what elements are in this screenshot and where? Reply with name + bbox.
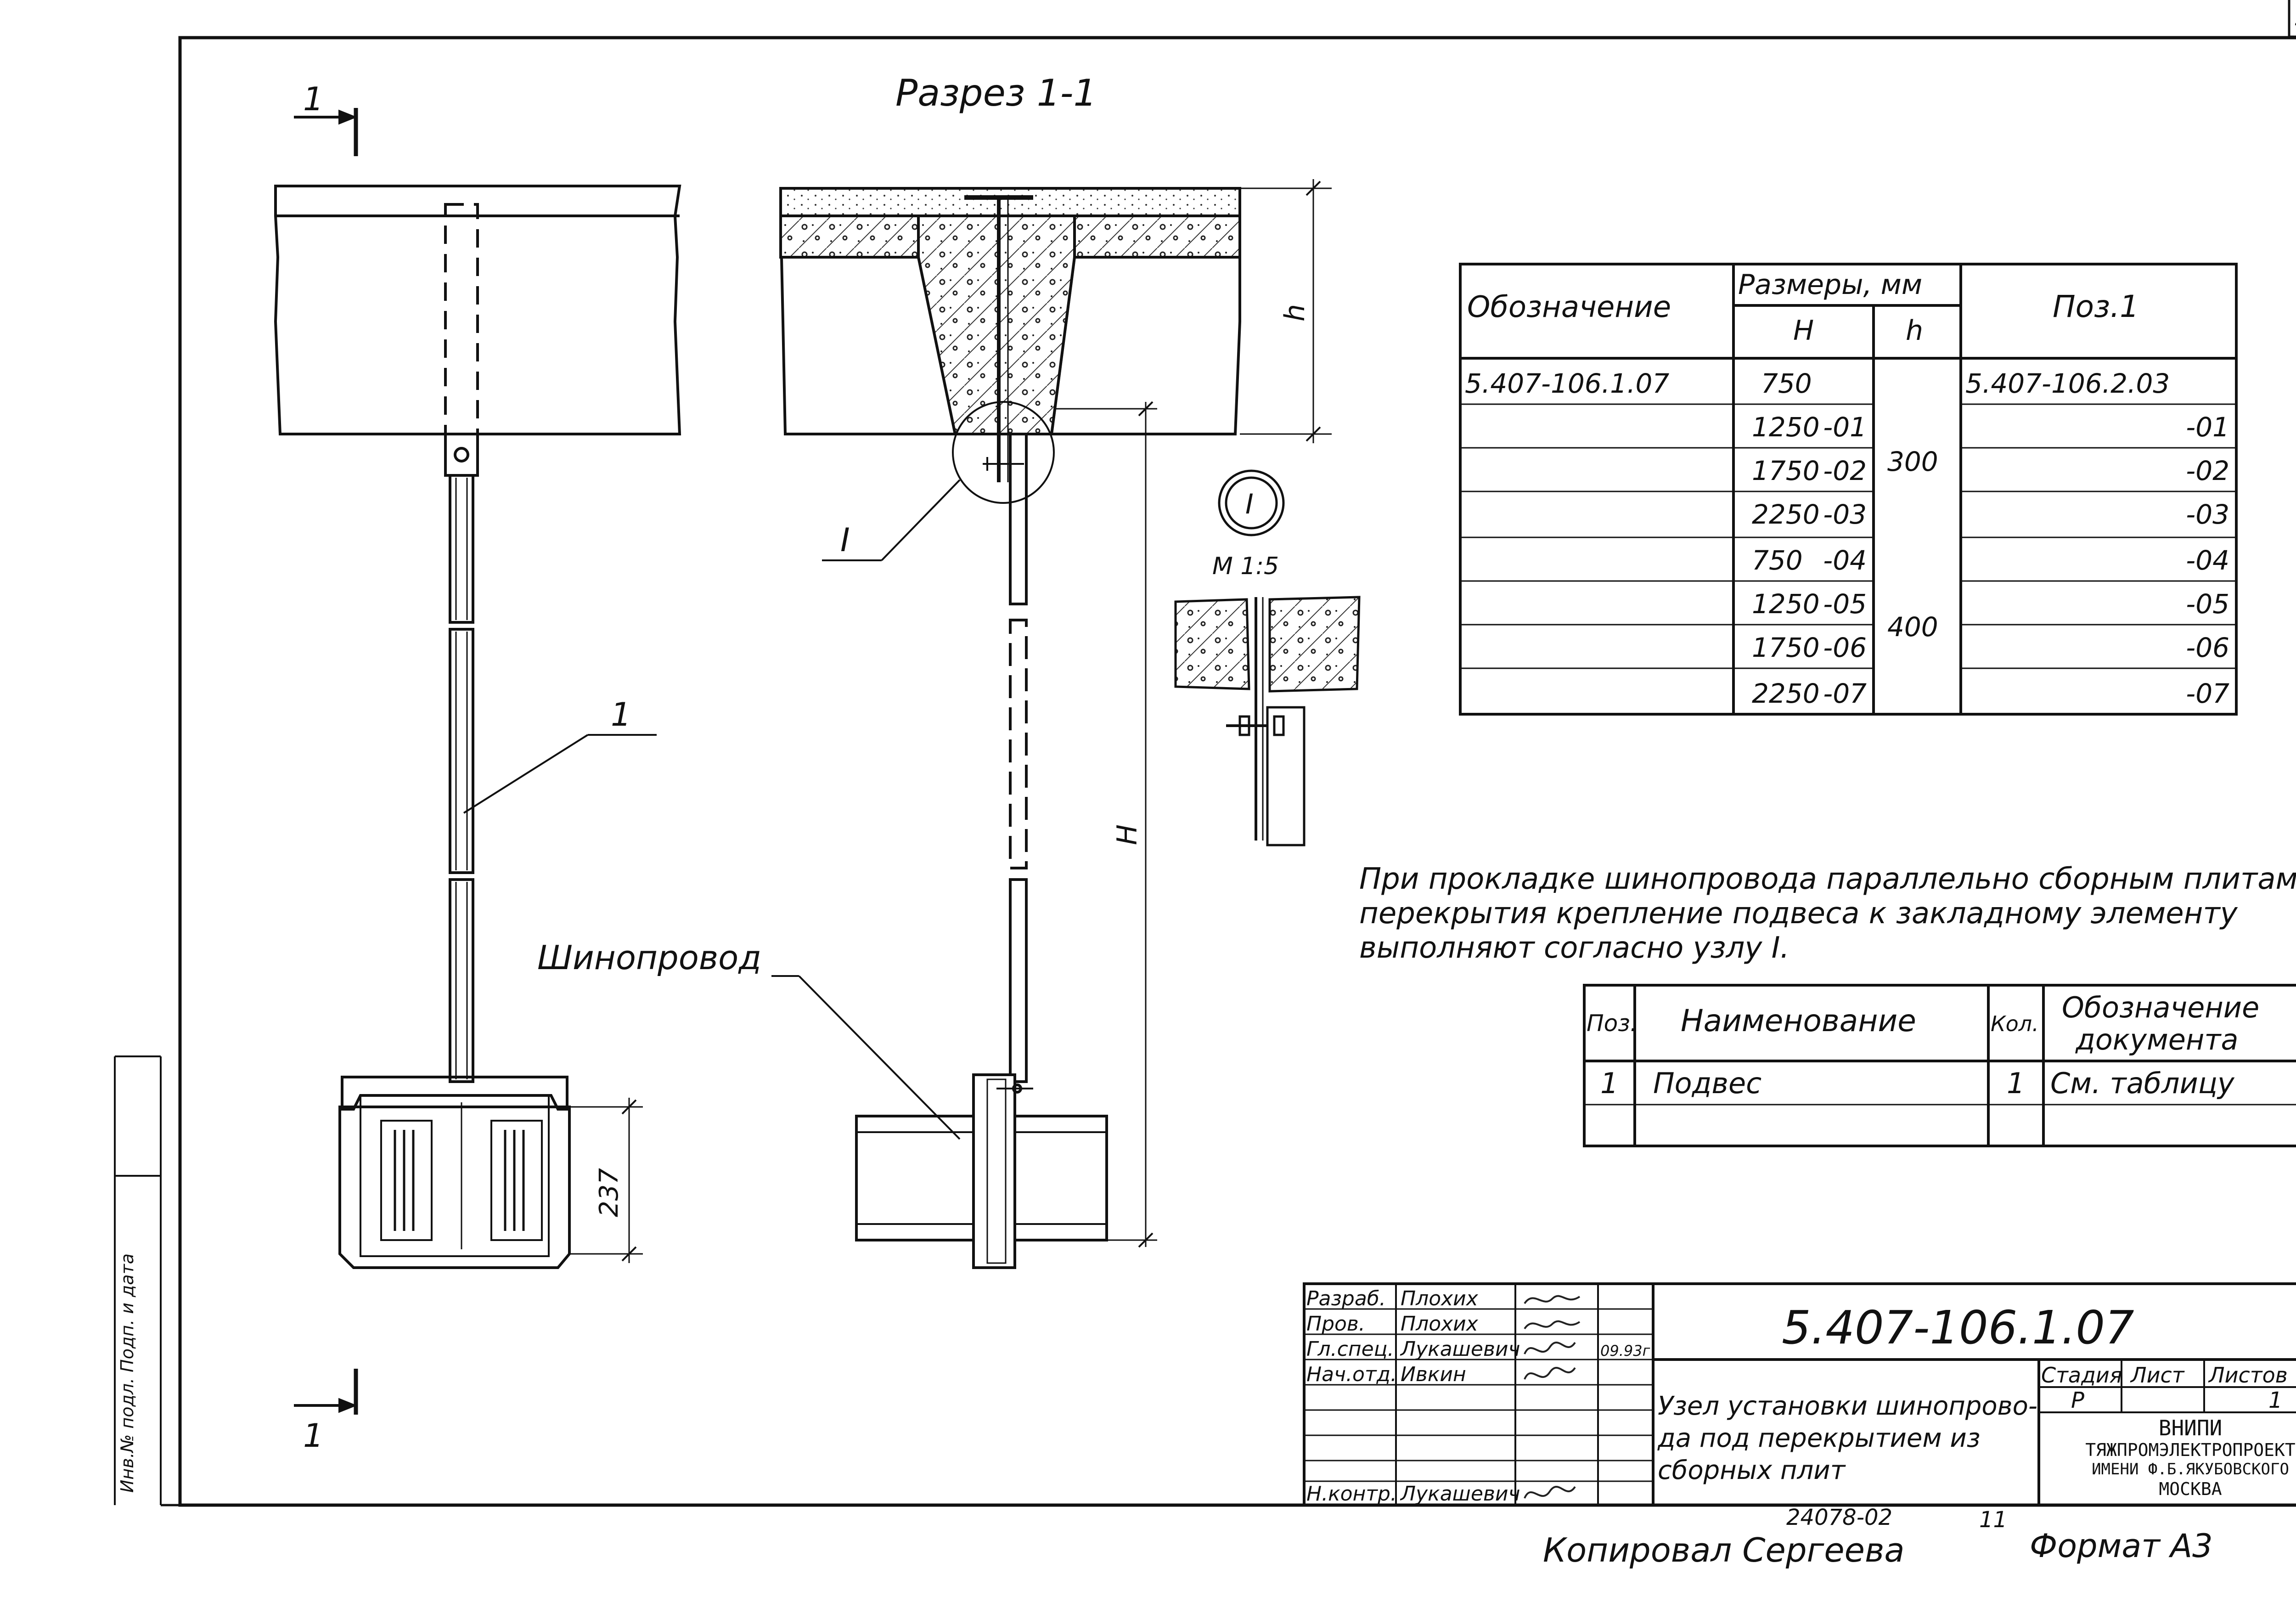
copied-by: Копировал Сергеева bbox=[1543, 1531, 1905, 1569]
sheets-value: 1 bbox=[2268, 1388, 2283, 1413]
note-line-2: перекрытия крепление подвеса к закладном… bbox=[1359, 897, 2238, 931]
size-row-H: 2250 bbox=[1752, 499, 1820, 530]
stage-value: Р bbox=[2071, 1388, 2084, 1413]
sizes-col-h: h bbox=[1906, 315, 1923, 347]
title-role: Пров. bbox=[1306, 1312, 1365, 1336]
size-row-designation: -02 bbox=[1823, 455, 1867, 486]
title-name: Ивкин bbox=[1401, 1363, 1466, 1386]
size-row-designation: -01 bbox=[1823, 412, 1867, 443]
sizes-col-sizes: Размеры, мм bbox=[1738, 269, 1922, 301]
spec-row-name: Подвес bbox=[1653, 1066, 1761, 1100]
detail-scale: М 1:5 bbox=[1212, 553, 1279, 580]
size-row-designation: -05 bbox=[1823, 588, 1867, 620]
size-row-pos: -02 bbox=[2186, 455, 2229, 486]
note-line-1: При прокладке шинопровода параллельно сб… bbox=[1359, 862, 2296, 896]
spec-col-doc-line1: Обозначение bbox=[2062, 991, 2259, 1024]
spec-col-qty: Кол. bbox=[1991, 1011, 2039, 1036]
sizes-table-text: Обозначение Размеры, мм H h Поз.1 5.407-… bbox=[1465, 269, 2229, 709]
size-row-designation: -03 bbox=[1823, 499, 1867, 530]
h-group-1: 300 bbox=[1887, 446, 1938, 477]
title-name: Плохих bbox=[1401, 1312, 1479, 1336]
spec-col-name: Наименование bbox=[1681, 1003, 1916, 1038]
spec-row-qty: 1 bbox=[2007, 1066, 2025, 1100]
signatures bbox=[1524, 1295, 1581, 1499]
size-row-pos: -03 bbox=[2186, 499, 2229, 530]
org-line-3: ИМЕНИ Ф.Б.ЯКУБОВСКОГО bbox=[2092, 1460, 2289, 1478]
description-line-3: сборных плит bbox=[1658, 1456, 1846, 1485]
detail-callout-label: I bbox=[840, 521, 850, 559]
dim-237-label: 237 bbox=[594, 1168, 624, 1217]
document-code: 5.407-106.1.07 bbox=[1782, 1301, 2134, 1354]
title-role: Н.контр. bbox=[1306, 1482, 1397, 1506]
description-line-1: Узел установки шинопрово- bbox=[1658, 1391, 2037, 1421]
spec-row-doc: См. таблицу bbox=[2050, 1066, 2235, 1100]
left-margin-strip bbox=[114, 1055, 162, 1505]
sheet-number: 10 bbox=[2294, 0, 2296, 32]
section-view bbox=[771, 179, 1332, 1269]
cut-mark-top: 1 bbox=[303, 80, 324, 118]
size-row-H: 2250 bbox=[1752, 678, 1820, 709]
note-line-3: выполняют согласно узлу I. bbox=[1359, 931, 1790, 965]
detail-I bbox=[1174, 469, 1361, 846]
sizes-table bbox=[1459, 263, 2238, 716]
dim-H-label: H bbox=[1111, 824, 1143, 845]
title-name: Лукашевич bbox=[1400, 1337, 1520, 1361]
size-row-H: 750 bbox=[1761, 368, 1812, 399]
left-view bbox=[274, 108, 681, 1415]
size-row-H: 750 bbox=[1752, 545, 1803, 576]
detail-callout-mark: I bbox=[1245, 488, 1254, 520]
sheets-label: Листов bbox=[2208, 1363, 2288, 1388]
size-row-H: 1250 bbox=[1752, 412, 1820, 443]
sheet-label: Лист bbox=[2130, 1363, 2185, 1388]
title-role: Нач.отд. bbox=[1306, 1363, 1397, 1386]
size-row-designation: -06 bbox=[1823, 632, 1867, 663]
sizes-col-pos: Поз.1 bbox=[2053, 289, 2139, 324]
spec-col-doc-line2: документа bbox=[2075, 1023, 2239, 1056]
left-margin-label: Инв.№ подл. Подп. и дата bbox=[117, 1253, 137, 1493]
h-group-2: 400 bbox=[1887, 611, 1938, 643]
size-row-pos: -07 bbox=[2186, 678, 2229, 709]
sizes-col-H: H bbox=[1793, 315, 1814, 347]
busbar-label: Шинопровод bbox=[537, 938, 761, 977]
section-title: Разрез 1-1 bbox=[895, 72, 1097, 114]
spec-row-pos: 1 bbox=[1600, 1066, 1618, 1100]
org-line-2: ТЯЖПРОМЭЛЕКТРОПРОЕКТ bbox=[2085, 1440, 2296, 1460]
size-row-designation: -07 bbox=[1823, 678, 1867, 709]
format-label: Формат А3 bbox=[2030, 1527, 2213, 1565]
size-row-pos: -04 bbox=[2186, 545, 2229, 576]
cut-mark-bottom: 1 bbox=[303, 1417, 324, 1455]
size-row-pos: -06 bbox=[2186, 632, 2229, 663]
sheet-frame bbox=[161, 0, 2296, 1507]
size-row-pos: -01 bbox=[2186, 412, 2229, 443]
position-label: 1 bbox=[611, 696, 631, 733]
title-date: 09.93г bbox=[1600, 1342, 1650, 1360]
dim-h-label: h bbox=[1279, 304, 1311, 322]
size-row-H: 1750 bbox=[1752, 632, 1820, 663]
title-block bbox=[1303, 1282, 2296, 1506]
title-name: Лукашевич bbox=[1400, 1482, 1520, 1506]
stage-label: Стадия bbox=[2041, 1363, 2122, 1388]
title-name: Плохих bbox=[1401, 1287, 1479, 1310]
order-sheet: 11 bbox=[1979, 1507, 2007, 1533]
org-line-1: ВНИПИ bbox=[2159, 1416, 2222, 1440]
title-role: Разраб. bbox=[1306, 1287, 1386, 1310]
org-line-4: МОСКВА bbox=[2159, 1479, 2222, 1499]
spec-table bbox=[1583, 984, 2296, 1147]
size-row-designation: -04 bbox=[1823, 545, 1867, 576]
order-number: 24078-02 bbox=[1786, 1505, 1892, 1530]
title-role: Гл.спец. bbox=[1306, 1337, 1394, 1361]
size-row-pos: 5.407-106.2.03 bbox=[1965, 368, 2170, 399]
size-row-designation: 5.407-106.1.07 bbox=[1465, 368, 1669, 399]
size-row-pos: -05 bbox=[2186, 588, 2229, 620]
size-row-H: 1750 bbox=[1752, 455, 1820, 486]
size-row-H: 1250 bbox=[1752, 588, 1820, 620]
spec-col-pos: Поз. bbox=[1587, 1010, 1638, 1037]
sizes-col-designation: Обозначение bbox=[1467, 290, 1671, 324]
description-line-2: да под перекрытием из bbox=[1657, 1423, 1981, 1453]
